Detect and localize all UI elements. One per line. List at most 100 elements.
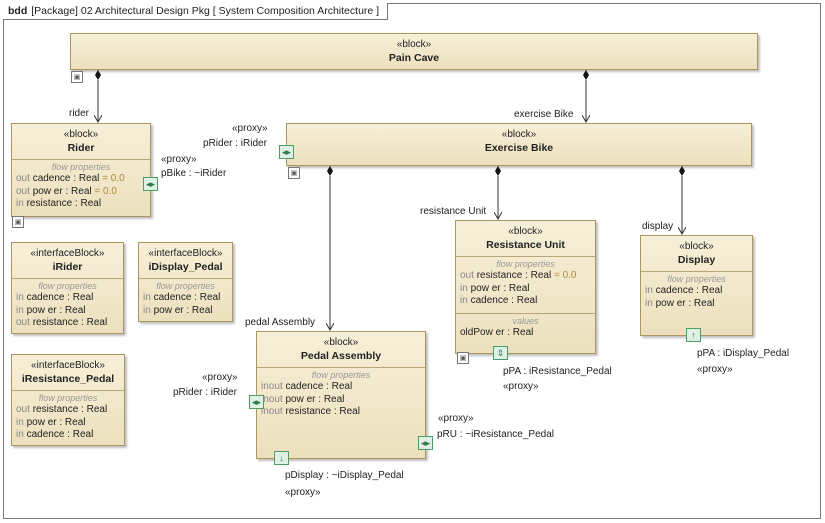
- flow-properties-compartment: flow properties inout cadence : Real ino…: [257, 367, 425, 422]
- block-name: iRider: [52, 261, 83, 273]
- port-pa-pru[interactable]: ◂▸: [418, 436, 433, 450]
- flow-property-row[interactable]: inout resistance : Real: [261, 406, 360, 417]
- port-ru-ppa[interactable]: ⇕: [493, 346, 508, 360]
- port-display-ppa[interactable]: ↑: [686, 328, 701, 342]
- role-label-pedal-assembly: pedal Assembly: [245, 317, 316, 328]
- stereotype-label: «block»: [679, 241, 714, 252]
- flow-properties-compartment: flow properties in cadence : Real in pow…: [12, 278, 123, 333]
- block-name: Display: [677, 254, 716, 266]
- flow-property-row[interactable]: in cadence : Real: [143, 292, 221, 303]
- composite-icon: ▣: [288, 167, 300, 179]
- flow-properties-compartment: flow properties out resistance : Real in…: [12, 390, 124, 445]
- flow-properties-compartment: flow properties out resistance : Real = …: [456, 256, 595, 311]
- flow-property-row[interactable]: in cadence : Real: [16, 429, 94, 440]
- port-pa-prider[interactable]: ◂▸: [249, 395, 264, 409]
- block-name: iResistance_Pedal: [21, 373, 115, 385]
- flow-property-row[interactable]: in pow er : Real: [16, 304, 86, 316]
- stereotype-label: «block»: [396, 39, 432, 50]
- flow-property-row[interactable]: in cadence : Real: [16, 292, 94, 303]
- composite-icon: ▣: [71, 71, 83, 83]
- value-property-row[interactable]: oldPow er : Real: [460, 326, 534, 338]
- compartment-title: flow properties: [51, 162, 111, 172]
- flow-properties-compartment: flow properties out cadence : Real = 0.0…: [12, 159, 150, 214]
- flow-property-row[interactable]: in pow er : Real: [16, 416, 86, 428]
- block-rider[interactable]: «block» Rider flow properties out cadenc…: [11, 123, 151, 217]
- flow-property-row[interactable]: out resistance : Real: [16, 317, 108, 328]
- stereotype-label: «block»: [63, 129, 99, 140]
- flow-property-row[interactable]: in pow er : Real: [460, 282, 530, 294]
- edge-bike-resistanceunit[interactable]: [495, 166, 501, 219]
- port-stereotype-label: «proxy»: [161, 154, 197, 165]
- port-label-pa-pdisplay: pDisplay : ~iDisplay_Pedal: [285, 470, 404, 481]
- frame-header: bdd[Package] 02 Architectural Design Pkg…: [3, 3, 389, 20]
- port-rider-pbike[interactable]: ◂▸: [143, 177, 158, 191]
- port-stereotype-label: «proxy»: [697, 364, 733, 375]
- stereotype-label: «block»: [508, 226, 543, 237]
- block-name: Exercise Bike: [484, 142, 554, 154]
- compartment-title: flow properties: [667, 274, 726, 284]
- block-name: Pedal Assembly: [300, 350, 382, 362]
- stereotype-label: «interfaceBlock»: [30, 248, 105, 259]
- values-compartment: values oldPow er : Real: [456, 312, 595, 343]
- role-label-display: display: [642, 221, 674, 232]
- block-irider[interactable]: «interfaceBlock» iRider flow properties …: [11, 242, 124, 334]
- port-label-pbike: pBike : ~iRider: [161, 168, 227, 179]
- port-bike-prider[interactable]: ◂▸: [279, 145, 294, 159]
- block-iresistance-pedal[interactable]: «interfaceBlock» iResistance_Pedal flow …: [11, 354, 125, 446]
- composite-icon: ▣: [457, 352, 469, 364]
- block-display[interactable]: «block» Display flow properties in caden…: [640, 235, 753, 336]
- compartment-title: flow properties: [311, 370, 371, 380]
- flow-properties-compartment: flow properties in cadence : Real in pow…: [139, 278, 232, 320]
- role-label-exercise-bike: exercise Bike: [514, 109, 574, 120]
- flow-property-row[interactable]: in pow er : Real: [645, 297, 715, 309]
- stereotype-label: «block»: [501, 129, 537, 140]
- port-stereotype-label: «proxy»: [285, 487, 321, 498]
- block-pedal-assembly[interactable]: «block» Pedal Assembly flow properties i…: [256, 331, 426, 459]
- port-stereotype-label: «proxy»: [438, 413, 474, 424]
- stereotype-label: «interfaceBlock»: [31, 360, 105, 371]
- block-resistance-unit[interactable]: «block» Resistance Unit flow properties …: [455, 220, 596, 354]
- port-label-ru-ppa: pPA : iResistance_Pedal: [503, 366, 612, 377]
- stereotype-label: «interfaceBlock»: [148, 248, 223, 259]
- compartment-title: flow properties: [156, 281, 215, 291]
- compartment-title: flow properties: [496, 259, 555, 269]
- block-name: Pain Cave: [388, 52, 440, 64]
- port-label-bike-prider: pRider : iRider: [203, 138, 267, 149]
- block-name: iDisplay_Pedal: [148, 261, 223, 273]
- frame-label: [Package] 02 Architectural Design Pkg [ …: [31, 5, 380, 17]
- stereotype-label: «block»: [323, 337, 359, 348]
- port-label-pa-prider: pRider : iRider: [173, 387, 237, 398]
- port-stereotype-label: «proxy»: [232, 123, 268, 134]
- block-name: Resistance Unit: [486, 239, 565, 251]
- port-stereotype-label: «proxy»: [202, 372, 238, 383]
- flow-property-row[interactable]: in resistance : Real: [16, 198, 102, 209]
- edge-bike-pedalassembly[interactable]: [327, 166, 333, 330]
- frame-kind: bdd: [8, 5, 28, 17]
- flow-property-row[interactable]: in cadence : Real: [645, 285, 723, 296]
- port-stereotype-label: «proxy»: [503, 381, 539, 392]
- flow-property-row[interactable]: inout cadence : Real: [261, 381, 353, 392]
- edge-paincave-rider[interactable]: [95, 70, 101, 122]
- flow-properties-compartment: flow properties in cadence : Real in pow…: [641, 271, 752, 313]
- edge-paincave-exercisebike[interactable]: [583, 70, 589, 122]
- flow-property-row[interactable]: out resistance : Real: [16, 404, 108, 415]
- port-pa-pdisplay[interactable]: ↓: [274, 451, 289, 465]
- port-label-pa-pru: pRU : ~iResistance_Pedal: [437, 429, 555, 440]
- compartment-title: flow properties: [38, 393, 98, 403]
- compartment-title: values: [512, 315, 539, 326]
- flow-property-row[interactable]: inout pow er : Real: [261, 393, 345, 405]
- block-pain-cave[interactable]: «block» Pain Cave: [70, 33, 758, 70]
- edge-bike-display[interactable]: [679, 166, 685, 234]
- flow-property-row[interactable]: out pow er : Real = 0.0: [16, 185, 117, 197]
- flow-property-row[interactable]: in pow er : Real: [143, 304, 213, 316]
- flow-property-row[interactable]: in cadence : Real: [460, 295, 538, 306]
- port-label-display-ppa: pPA : iDisplay_Pedal: [697, 348, 790, 359]
- block-name: Rider: [67, 142, 95, 154]
- block-idisplay-pedal[interactable]: «interfaceBlock» iDisplay_Pedal flow pro…: [138, 242, 233, 322]
- compartment-title: flow properties: [38, 281, 97, 291]
- block-exercise-bike[interactable]: «block» Exercise Bike: [286, 123, 752, 166]
- role-label-rider: rider: [69, 108, 90, 119]
- flow-property-row[interactable]: out resistance : Real = 0.0: [460, 270, 577, 281]
- flow-property-row[interactable]: out cadence : Real = 0.0: [16, 173, 125, 184]
